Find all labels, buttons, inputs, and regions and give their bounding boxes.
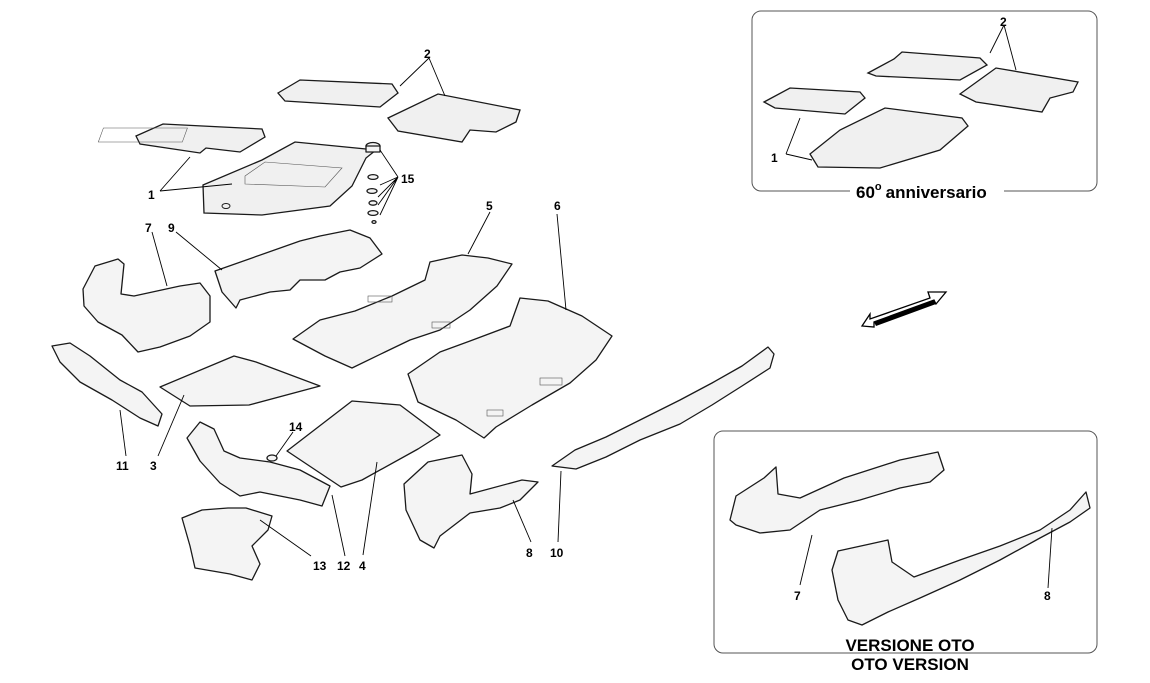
front-direction-arrow (860, 291, 948, 328)
floor-mat-rear-left[interactable] (276, 79, 399, 108)
inset-callout-8: 8 (1044, 589, 1051, 603)
callout-1: 1 (148, 188, 155, 202)
callout-6: 6 (554, 199, 561, 213)
callout-13: 13 (313, 559, 327, 573)
inset-mat-rear-right[interactable] (958, 67, 1079, 113)
floor-carpet-right[interactable] (286, 400, 441, 488)
inset-callout-1: 1 (771, 151, 778, 165)
inset-callout-7: 7 (794, 589, 801, 603)
inset-mat-front-main[interactable] (809, 107, 969, 169)
side-trim-panel[interactable] (186, 421, 331, 507)
rear-floor-covering[interactable] (407, 297, 613, 439)
inset-caption-versione-oto: VERSIONE OTO (845, 636, 974, 655)
inset-side-trim-rear[interactable] (729, 451, 945, 534)
inset-mat-front-left[interactable] (762, 87, 866, 115)
inset-caption-oto-version: OTO VERSION (851, 655, 969, 674)
callout-14: 14 (289, 420, 303, 434)
callout-3: 3 (150, 459, 157, 473)
callout-8: 8 (526, 546, 533, 560)
bracket[interactable] (181, 507, 273, 581)
main-floor-covering[interactable] (292, 254, 513, 369)
callout-5: 5 (486, 199, 493, 213)
floor-mat-front-main[interactable] (202, 141, 378, 216)
callout-15: 15 (401, 172, 415, 186)
floor-carpet-left[interactable] (159, 355, 321, 407)
callout-2: 2 (424, 47, 431, 61)
floor-mat-rear-right[interactable] (386, 93, 521, 143)
inset-oto-version: 7 8 VERSIONE OTO OTO VERSION (713, 430, 1098, 674)
callout-12: 12 (337, 559, 351, 573)
tunnel-covering[interactable] (214, 229, 383, 309)
callout-10: 10 (550, 546, 564, 560)
callout-9: 9 (168, 221, 175, 235)
side-trim-middle[interactable] (403, 454, 539, 549)
callout-7: 7 (145, 221, 152, 235)
floor-mat-front-left[interactable] (97, 123, 266, 154)
inset-sill-trim[interactable] (831, 491, 1091, 626)
inset-callout-2: 2 (1000, 15, 1007, 29)
rear-side-trim[interactable] (82, 258, 211, 353)
callout-4: 4 (359, 559, 366, 573)
fastener-stack[interactable] (365, 141, 381, 225)
sill-covering-right[interactable] (551, 346, 775, 470)
callout-11: 11 (116, 459, 129, 473)
inset-mat-rear-left[interactable] (866, 51, 989, 81)
side-sill-panel-left[interactable] (51, 342, 163, 427)
leader-lines (119, 57, 567, 557)
